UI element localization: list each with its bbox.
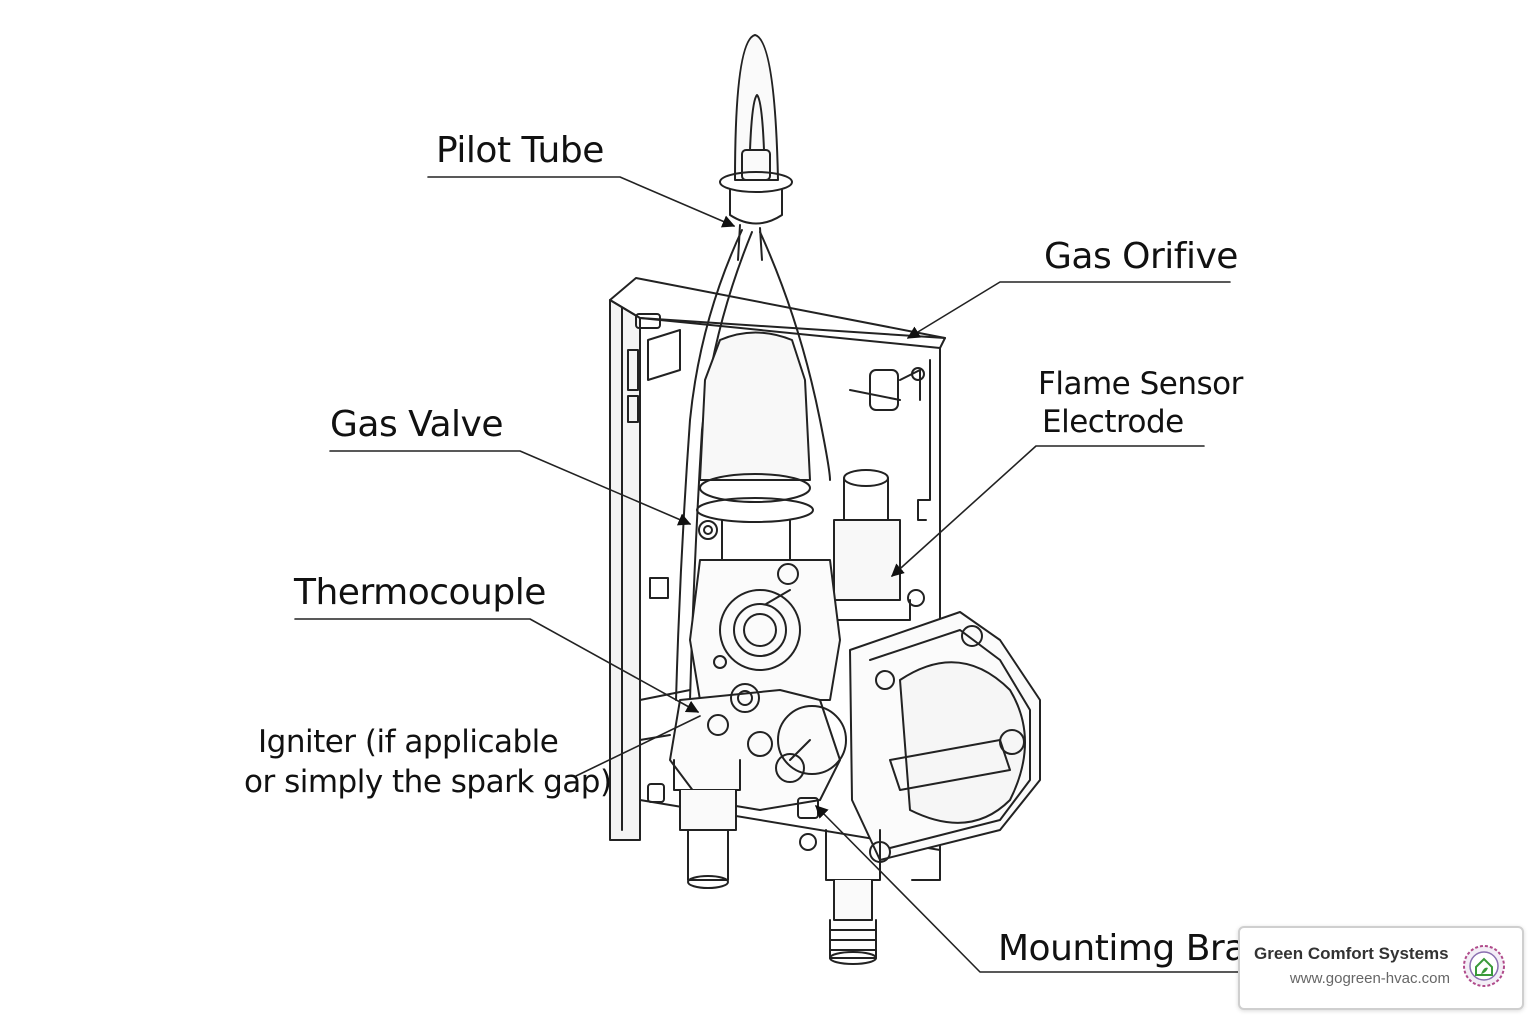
flame-sensor-post (825, 367, 925, 621)
house-leaf-logo-icon (1463, 945, 1505, 987)
leader-pilot-tube (427, 176, 736, 228)
label-gas-orifice: Gas Orifive (1044, 236, 1238, 277)
label-gas-valve: Gas Valve (330, 404, 504, 445)
label-igniter-line2: or simply the spark gap) (244, 764, 612, 800)
label-igniter-line1: Igniter (if applicable (258, 724, 559, 760)
leader-flame-sensor (891, 445, 1205, 577)
brand-name: Green Comfort Systems (1254, 944, 1449, 963)
leader-lines (294, 176, 1241, 973)
leader-gas-valve (329, 450, 692, 526)
label-flame-sensor-line1: Flame Sensor (1038, 366, 1243, 402)
leader-thermocouple (294, 618, 700, 713)
mounting-bracket-frame (609, 277, 946, 881)
leader-mounting-bracket (815, 805, 1241, 973)
label-flame-sensor-line2: Electrode (1042, 404, 1184, 440)
regulator-housing (849, 589, 1041, 863)
label-pilot-tube: Pilot Tube (436, 130, 604, 171)
brand-card: Green Comfort Systems www.gogreen-hvac.c… (1238, 926, 1524, 1010)
leader-gas-orifice (906, 281, 1231, 339)
leader-igniter (575, 715, 701, 777)
label-mounting-bracket: Mountimg Bra (998, 928, 1246, 969)
valve-block (689, 559, 841, 701)
gas-valve-cylinder (696, 331, 814, 561)
lower-fittings (649, 577, 881, 965)
brand-url: www.gogreen-hvac.com (1289, 970, 1450, 987)
label-thermocouple: Thermocouple (294, 572, 546, 613)
